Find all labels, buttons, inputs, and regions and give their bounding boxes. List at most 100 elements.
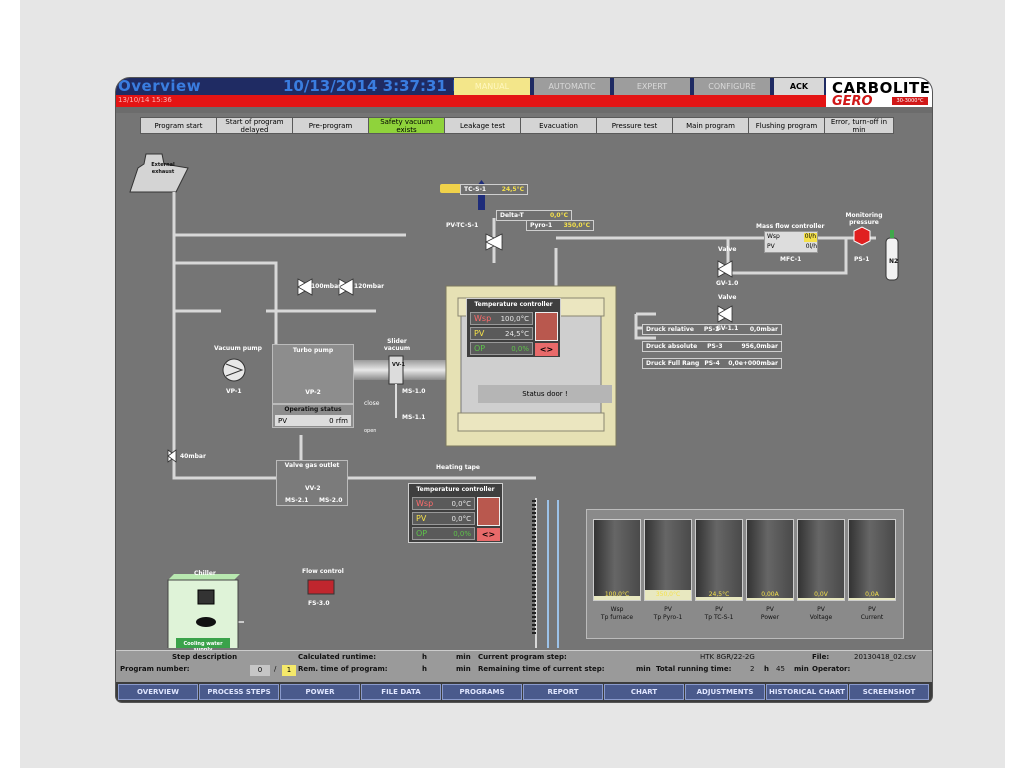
nav-programs[interactable]: PROGRAMS bbox=[442, 684, 522, 700]
gauge-fill bbox=[747, 598, 793, 600]
step-pre-program[interactable]: Pre-program bbox=[292, 117, 369, 134]
gauge-bar: 350,0°C bbox=[644, 519, 692, 601]
ms21-label: MS-2.1 bbox=[285, 497, 309, 504]
valve-120-label: 120mbar bbox=[354, 283, 385, 290]
total-h-value: 2 bbox=[750, 665, 755, 673]
gauge-value: 0,00A bbox=[761, 591, 779, 598]
nav-process-steps[interactable]: PROCESS STEPS bbox=[199, 684, 279, 700]
tc2-op-value: 0,0% bbox=[453, 529, 471, 538]
pyro-value: 350,0°C bbox=[563, 222, 590, 229]
gauge-value: 100,0°C bbox=[604, 591, 630, 598]
program-number-value[interactable]: 0 bbox=[250, 665, 270, 676]
gauge-label-1: PV bbox=[868, 606, 876, 613]
folder-icon[interactable] bbox=[440, 184, 462, 193]
vp2-label: VP-2 bbox=[305, 389, 321, 396]
fs30-label: FS-3.0 bbox=[308, 600, 330, 607]
tc1-title: Temperature controller bbox=[474, 301, 553, 308]
druck-rel-value: 0,0mbar bbox=[749, 326, 778, 333]
file-value: 20130418_02.csv bbox=[854, 653, 916, 661]
ps1-label: PS-1 bbox=[854, 256, 870, 263]
exhaust-hood-icon bbox=[129, 153, 189, 193]
status-footer: Step description Program number: 0 / 1 C… bbox=[116, 650, 932, 682]
nav-adjustments[interactable]: ADJUSTMENTS bbox=[685, 684, 765, 700]
heater-symbol-icon bbox=[477, 497, 500, 526]
step-start-delayed[interactable]: Start of program delayed bbox=[216, 117, 293, 134]
gauge-label-1: PV bbox=[715, 606, 723, 613]
tc1-pv-value: 24,5°C bbox=[505, 329, 529, 338]
carbolite-gero-logo: CARBOLITE GERO 30-3000°C bbox=[826, 78, 932, 109]
temperature-controller-2[interactable]: Temperature controller Wsp 0,0°C PV 0,0°… bbox=[408, 483, 503, 543]
valve-40-label: 40mbar bbox=[180, 453, 206, 460]
nav-historical-chart[interactable]: HISTORICAL CHART bbox=[766, 684, 848, 700]
status-door: Status door ! bbox=[478, 385, 612, 403]
step-program-start[interactable]: Program start bbox=[140, 117, 217, 134]
step-description-label: Step description bbox=[172, 653, 238, 661]
monitoring-label: Monitoring pressure bbox=[845, 212, 883, 226]
tc1-wsp-key: Wsp bbox=[474, 314, 492, 323]
step-leakage-test[interactable]: Leakage test bbox=[444, 117, 521, 134]
close-label: close bbox=[364, 400, 380, 407]
operating-status-value: PV 0 rfm bbox=[275, 415, 351, 426]
alarm-text: 13/10/14 15:36 bbox=[118, 96, 172, 104]
op-pv-label: PV bbox=[278, 416, 288, 425]
step-flushing-program[interactable]: Flushing program bbox=[748, 117, 825, 134]
tc1-op-value: 0,0% bbox=[511, 344, 529, 353]
step-error-turnoff[interactable]: Error, turn-off in min bbox=[824, 117, 894, 134]
program-number-total: 1 bbox=[282, 665, 296, 676]
ack-error-button[interactable]: ACK ERROR bbox=[774, 78, 824, 108]
nav-power[interactable]: POWER bbox=[280, 684, 360, 700]
tc1-wsp-value: 100,0°C bbox=[500, 314, 529, 323]
valve-label-1: Valve bbox=[718, 246, 737, 253]
tc1-pv-row: PV 24,5°C bbox=[470, 327, 533, 340]
gauge-label-2: Power bbox=[760, 614, 780, 621]
gv11-label: GV-1.1 bbox=[716, 325, 739, 332]
alarm-bar[interactable]: 13/10/14 15:36 bbox=[116, 95, 826, 107]
tc1-op-key: OP bbox=[474, 344, 486, 353]
tc1-pv-key: PV bbox=[474, 329, 485, 338]
heater-symbol-icon bbox=[535, 312, 558, 341]
tc1-wsp-row: Wsp 100,0°C bbox=[470, 312, 533, 325]
ps2-label: PS-2 bbox=[703, 326, 720, 333]
temperature-controller-1[interactable]: Temperature controller Wsp 100,0°C PV 24… bbox=[466, 298, 561, 358]
step-evacuation[interactable]: Evacuation bbox=[520, 117, 597, 134]
logo-bottom: GERO bbox=[832, 94, 873, 109]
druck-full-readout: Druck Full Rang PS-4 0,0e+000mbar bbox=[642, 358, 782, 369]
step-pressure-test[interactable]: Pressure test bbox=[596, 117, 673, 134]
mode-configure-button[interactable]: CONFIGURE bbox=[694, 78, 770, 95]
file-label: File: bbox=[812, 653, 830, 661]
step-safety-vacuum[interactable]: Safety vacuum exists bbox=[368, 117, 445, 134]
tc2-op-row: OP 0,0% bbox=[412, 527, 475, 540]
gauge-label-2: Voltage bbox=[809, 614, 833, 621]
vp1-label: VP-1 bbox=[226, 388, 242, 395]
gauge-label-2: Tp furnace bbox=[600, 614, 634, 621]
step-main-program[interactable]: Main program bbox=[672, 117, 749, 134]
nav-overview[interactable]: OVERVIEW bbox=[118, 684, 198, 700]
gauge-bar: 24,5°C bbox=[695, 519, 743, 601]
nav-chart[interactable]: CHART bbox=[604, 684, 684, 700]
program-number-slash: / bbox=[274, 665, 277, 673]
calc-runtime-label: Calculated runtime: bbox=[298, 653, 377, 661]
current-step-value: HTK 8GR/22-2G bbox=[700, 653, 755, 661]
nav-screenshot[interactable]: SCREENSHOT bbox=[849, 684, 929, 700]
valve-label-2: Valve bbox=[718, 294, 737, 301]
total-h-unit: h bbox=[764, 665, 769, 673]
pyro-readout: Pyro-1 350,0°C bbox=[526, 220, 594, 231]
tc1-arrow-button[interactable]: <> bbox=[535, 343, 558, 356]
tc2-arrow-button[interactable]: <> bbox=[477, 528, 500, 541]
nav-file-data[interactable]: FILE DATA bbox=[361, 684, 441, 700]
mode-automatic-button[interactable]: AUTOMATIC bbox=[534, 78, 610, 95]
slider-vacuum-icon bbox=[388, 355, 404, 385]
mfc-panel[interactable]: Wsp 0l/h PV 0l/h bbox=[764, 231, 818, 253]
remaining-step-label: Remaining time of current step: bbox=[478, 665, 605, 673]
mode-manual-button[interactable]: MANUAL bbox=[454, 78, 530, 95]
tc2-wsp-row: Wsp 0,0°C bbox=[412, 497, 475, 510]
valve-gas-outlet-panel: Valve gas outlet VV-2 MS-2.1 MS-2.0 bbox=[276, 460, 348, 506]
operator-label: Operator: bbox=[812, 665, 851, 673]
druck-absolute-readout: Druck absolute PS-3 956,0mbar bbox=[642, 341, 782, 352]
ms10-label: MS-1.0 bbox=[402, 388, 426, 395]
ms11-label: MS-1.1 bbox=[402, 414, 426, 421]
nav-report[interactable]: REPORT bbox=[523, 684, 603, 700]
tc2-op-key: OP bbox=[416, 529, 428, 538]
mode-expert-button[interactable]: EXPERT bbox=[614, 78, 690, 95]
